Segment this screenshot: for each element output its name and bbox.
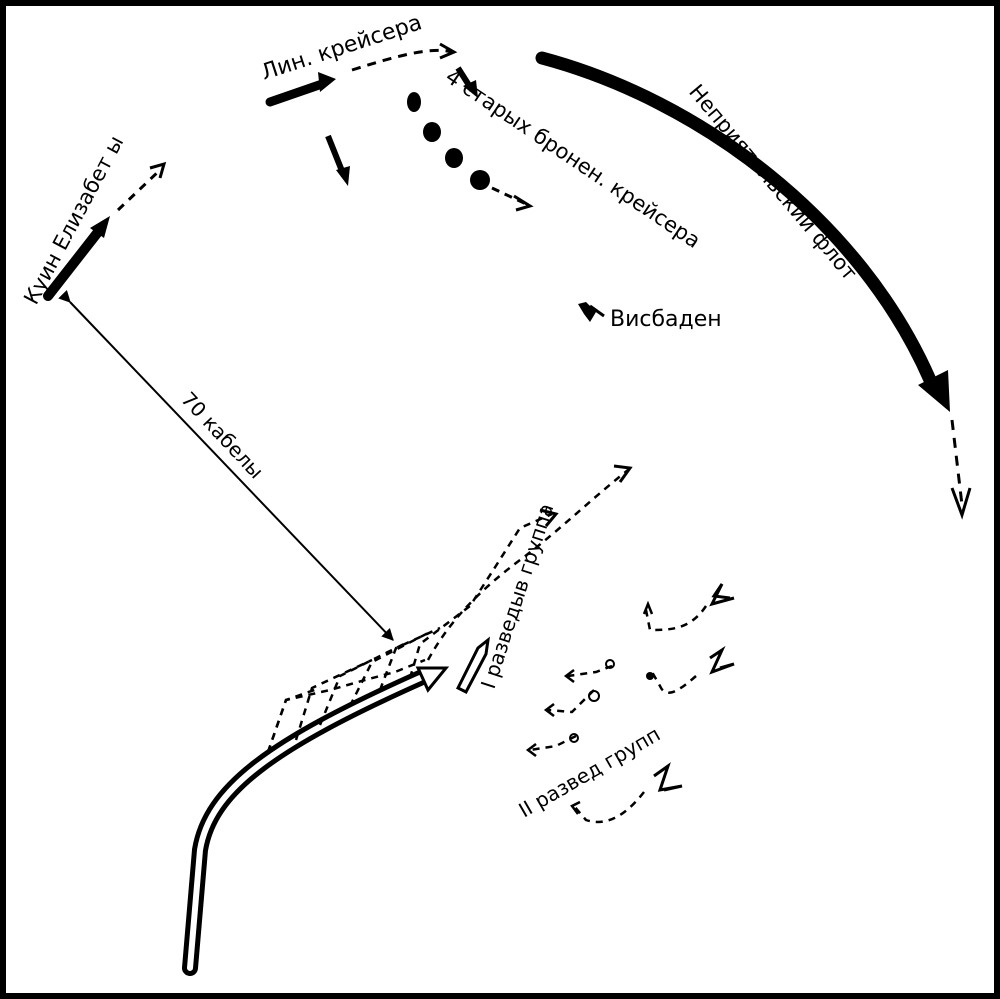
recon-group-1-ship bbox=[455, 636, 491, 694]
destroyer-chevron-2 bbox=[709, 645, 735, 675]
enemy-fleet-track bbox=[535, 51, 972, 520]
wiesbaden-mark bbox=[578, 302, 605, 322]
queen-elizabeths-track bbox=[43, 161, 167, 301]
recon-group-1-label: I разведыв группа bbox=[476, 500, 559, 691]
destroyer-chevron-1 bbox=[709, 583, 735, 607]
distance-label: 70 кабелы bbox=[176, 387, 268, 483]
battlecruisers-label: Лин. крейсера bbox=[258, 10, 425, 85]
distance-line bbox=[58, 290, 394, 641]
armored-cruiser-2 bbox=[423, 122, 441, 142]
old-armored-cruisers-label: 4 старых бронен. крейсера bbox=[441, 64, 705, 253]
recon-group-2-label: II развед групп bbox=[515, 722, 665, 822]
armored-cruisers-track bbox=[407, 92, 534, 212]
queen-elizabeths-label: Куин Елизабет ы bbox=[19, 132, 128, 308]
armored-cruiser-4 bbox=[470, 170, 490, 190]
recon-group-2-tracks bbox=[525, 583, 735, 824]
deployment-fan bbox=[266, 469, 629, 753]
enemy-fleet-label: Неприятельский флот bbox=[684, 80, 862, 285]
armored-cruiser-1 bbox=[407, 92, 421, 112]
grand-fleet-track bbox=[182, 666, 450, 976]
armored-cruiser-3 bbox=[445, 148, 463, 168]
destroyer-chevron-3 bbox=[653, 762, 683, 792]
battlecruisers-track bbox=[265, 42, 478, 186]
wiesbaden-label: Висбаден bbox=[610, 307, 722, 332]
